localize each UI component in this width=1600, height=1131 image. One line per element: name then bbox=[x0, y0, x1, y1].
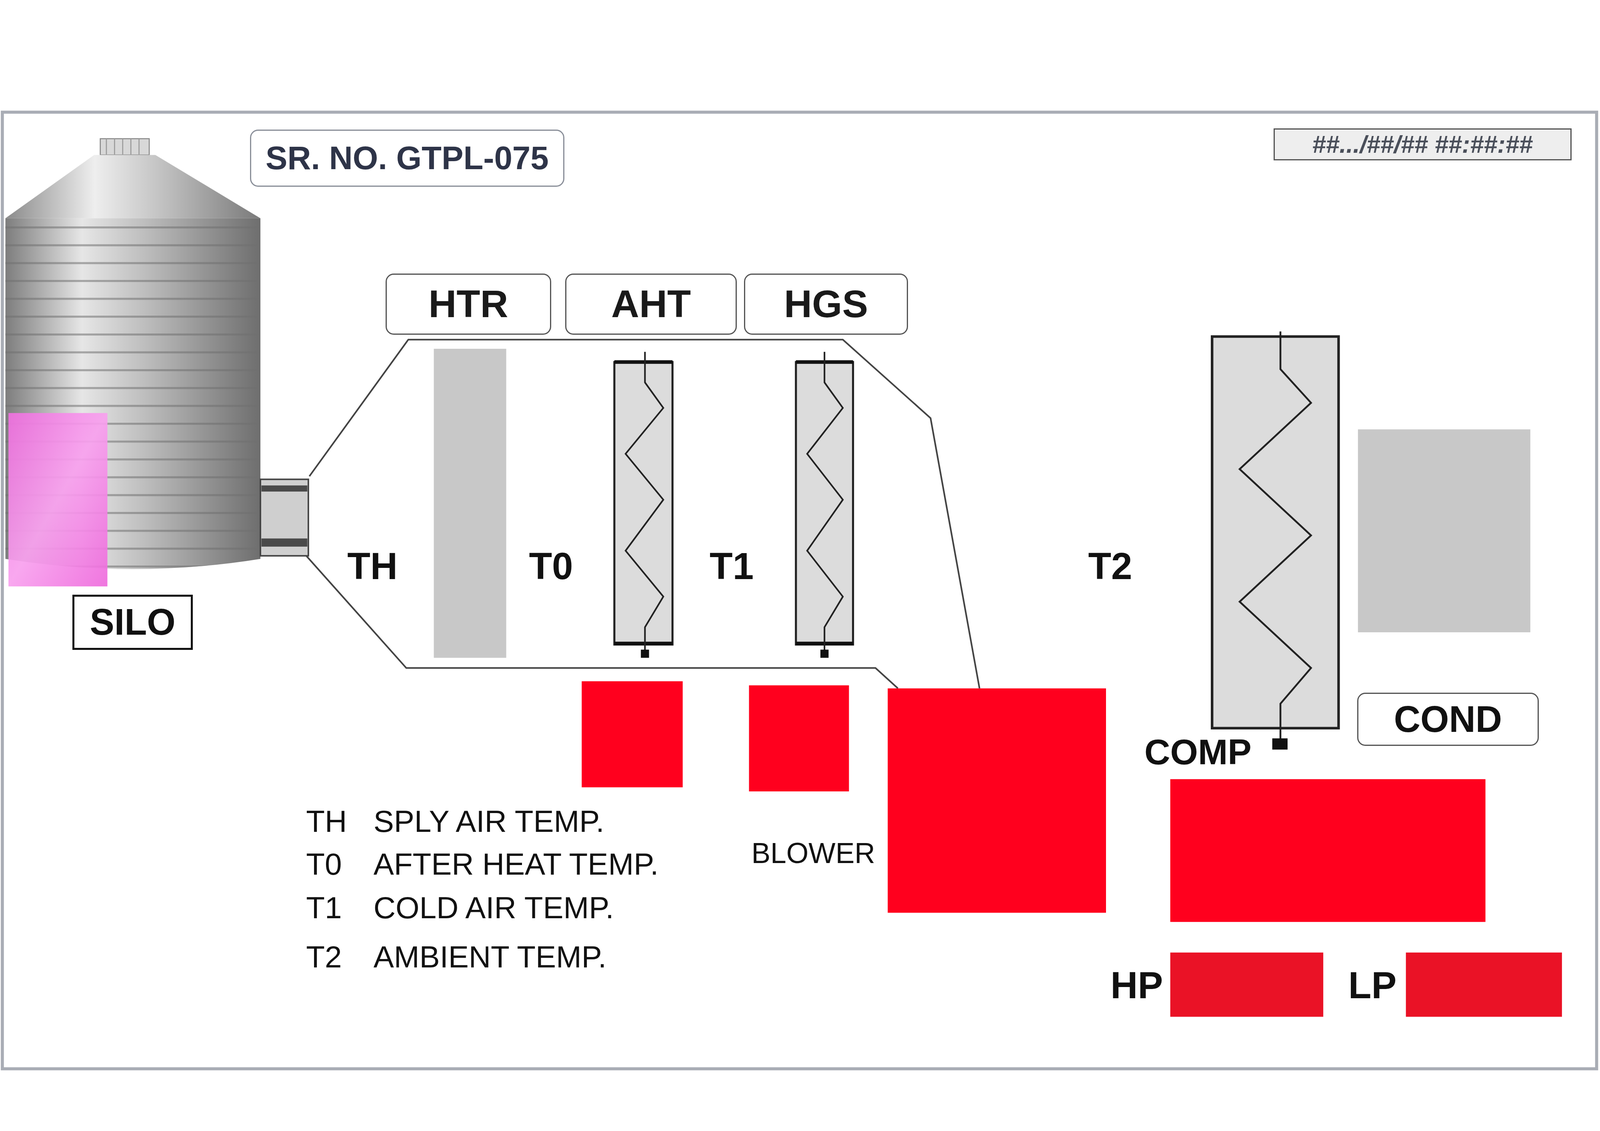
coil-drain bbox=[1272, 738, 1288, 750]
status-indicator bbox=[581, 681, 683, 788]
box-label: SR. NO. GTPL-075 bbox=[265, 139, 549, 177]
panel-border bbox=[2, 112, 1597, 1070]
silo-vent-slats bbox=[106, 138, 140, 156]
status-indicator bbox=[748, 685, 849, 792]
silo-roof bbox=[5, 155, 261, 219]
outlet-band bbox=[261, 485, 308, 492]
coil-header bbox=[796, 362, 854, 644]
box-label: HTR bbox=[428, 281, 508, 326]
pressure-indicator bbox=[1406, 952, 1562, 1018]
legend-description: COLD AIR TEMP. bbox=[373, 890, 614, 926]
legend-key: T1 bbox=[306, 890, 342, 926]
outlet-band bbox=[261, 538, 308, 547]
silo-vent bbox=[100, 138, 150, 156]
hot-gas-coil bbox=[796, 362, 854, 645]
condenser-coil bbox=[1212, 336, 1339, 729]
condenser-fan bbox=[1358, 429, 1531, 633]
legend-description: SPLY AIR TEMP. bbox=[373, 804, 605, 840]
coil-zigzag bbox=[807, 352, 843, 653]
coil-drain bbox=[640, 649, 649, 658]
box-label: HGS bbox=[784, 281, 868, 326]
coil-zigzag bbox=[1239, 331, 1312, 740]
sensor-tag: TH bbox=[347, 544, 398, 589]
condenser-button: COND bbox=[1357, 692, 1539, 746]
part-name: LP bbox=[1348, 964, 1397, 1008]
legend-key: TH bbox=[306, 804, 347, 840]
silo-fill-level bbox=[8, 413, 108, 587]
sensor-tag: T2 bbox=[1088, 544, 1132, 589]
box-label: AHT bbox=[611, 281, 691, 326]
heater-button: HTR bbox=[385, 273, 551, 335]
air-duct bbox=[309, 339, 980, 689]
after-heat-coil bbox=[614, 362, 673, 645]
pressure-indicator bbox=[1170, 952, 1324, 1018]
coil-zigzag bbox=[625, 352, 664, 653]
silo-outlet bbox=[260, 479, 309, 556]
hot-gas-button: HGS bbox=[744, 273, 909, 335]
legend-description: AFTER HEAT TEMP. bbox=[373, 846, 659, 882]
sensor-tag: T0 bbox=[528, 544, 573, 589]
compressor-indicator bbox=[1170, 779, 1486, 922]
part-name: HP bbox=[1110, 964, 1163, 1008]
blower-indicator bbox=[887, 688, 1106, 913]
after-heat-button: AHT bbox=[565, 273, 737, 335]
legend-description: AMBIENT TEMP. bbox=[373, 939, 607, 975]
legend-key: T2 bbox=[306, 939, 342, 975]
serial-number-box: SR. NO. GTPL-075 bbox=[250, 129, 565, 187]
silo-label-box: SILO bbox=[72, 594, 193, 650]
box-label: SILO bbox=[89, 601, 176, 644]
box-label: COND bbox=[1394, 698, 1502, 741]
heater-element bbox=[434, 348, 507, 658]
legend-key: T0 bbox=[306, 846, 342, 882]
date-time-box: ##.../##/## ##:##:## bbox=[1273, 128, 1572, 161]
coil-header bbox=[614, 362, 673, 644]
part-name: BLOWER bbox=[751, 836, 875, 870]
coil-drain bbox=[820, 649, 829, 658]
part-name: COMP bbox=[1144, 731, 1252, 773]
box-label: ##.../##/## ##:##:## bbox=[1312, 130, 1533, 159]
sensor-tag: T1 bbox=[709, 544, 754, 589]
